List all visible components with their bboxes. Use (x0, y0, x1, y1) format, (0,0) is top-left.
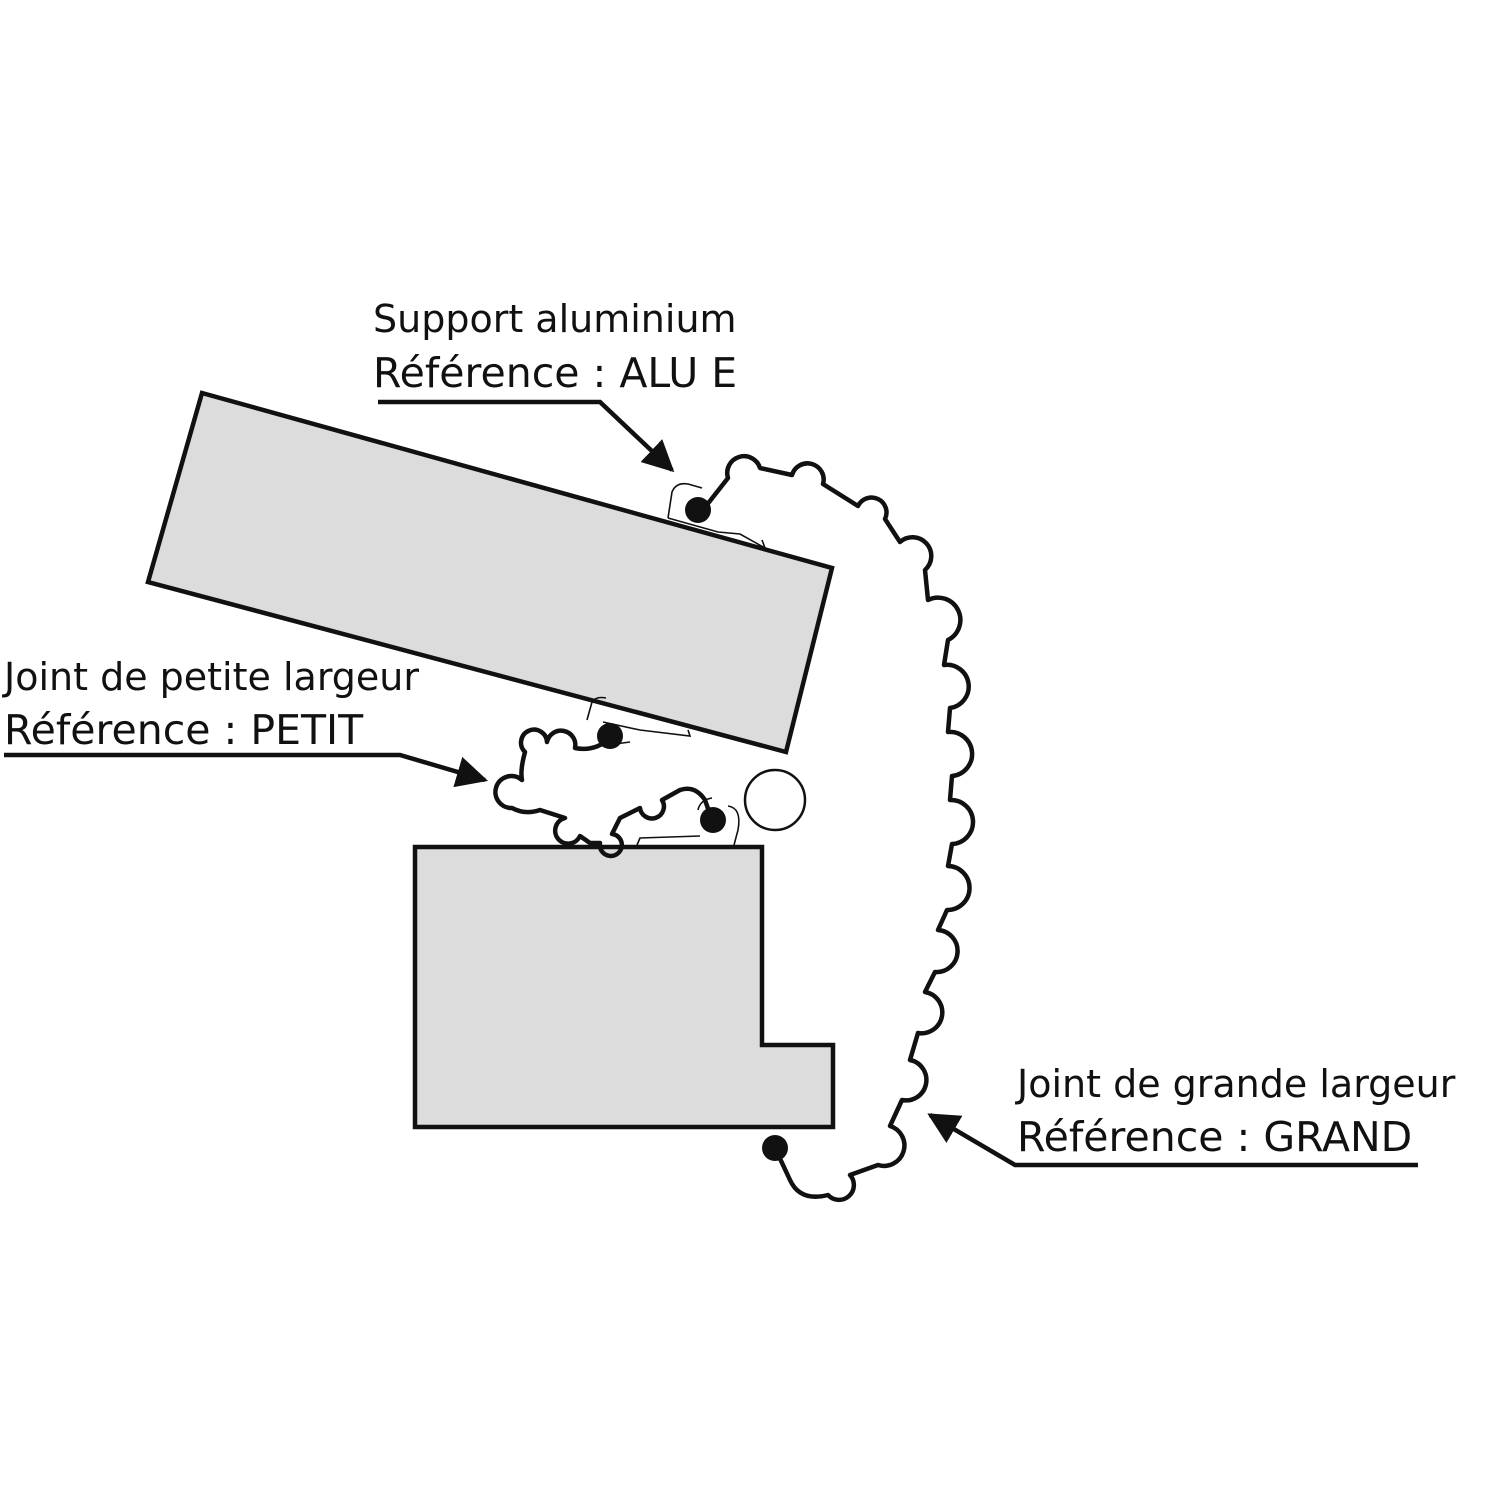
lower-panel (412, 844, 836, 1130)
grand-reference: Référence : GRAND (1017, 1113, 1413, 1161)
large-seal-bulb-top (685, 497, 711, 523)
large-seal-bulb-bottom (762, 1135, 788, 1161)
petit-title: Joint de petite largeur (4, 655, 419, 699)
petit-reference: Référence : PETIT (4, 706, 364, 754)
aluminium-support-clip-bottom (636, 797, 740, 846)
small-seal-bulb-top (597, 723, 623, 749)
alu-title: Support aluminium (373, 297, 737, 341)
upper-panel (145, 390, 835, 755)
aluminium-support-clip-top (667, 482, 767, 550)
alu-leader-line (378, 399, 675, 473)
small-seal-profile (493, 727, 715, 859)
grand-title: Joint de grande largeur (1017, 1062, 1456, 1106)
small-seal-bulb-bottom (700, 807, 726, 833)
grand-leader-line (927, 1113, 1418, 1168)
round-cord (743, 768, 807, 832)
large-seal-profile (703, 454, 976, 1203)
alu-reference: Référence : ALU E (373, 349, 738, 397)
petit-leader-line (4, 752, 489, 788)
